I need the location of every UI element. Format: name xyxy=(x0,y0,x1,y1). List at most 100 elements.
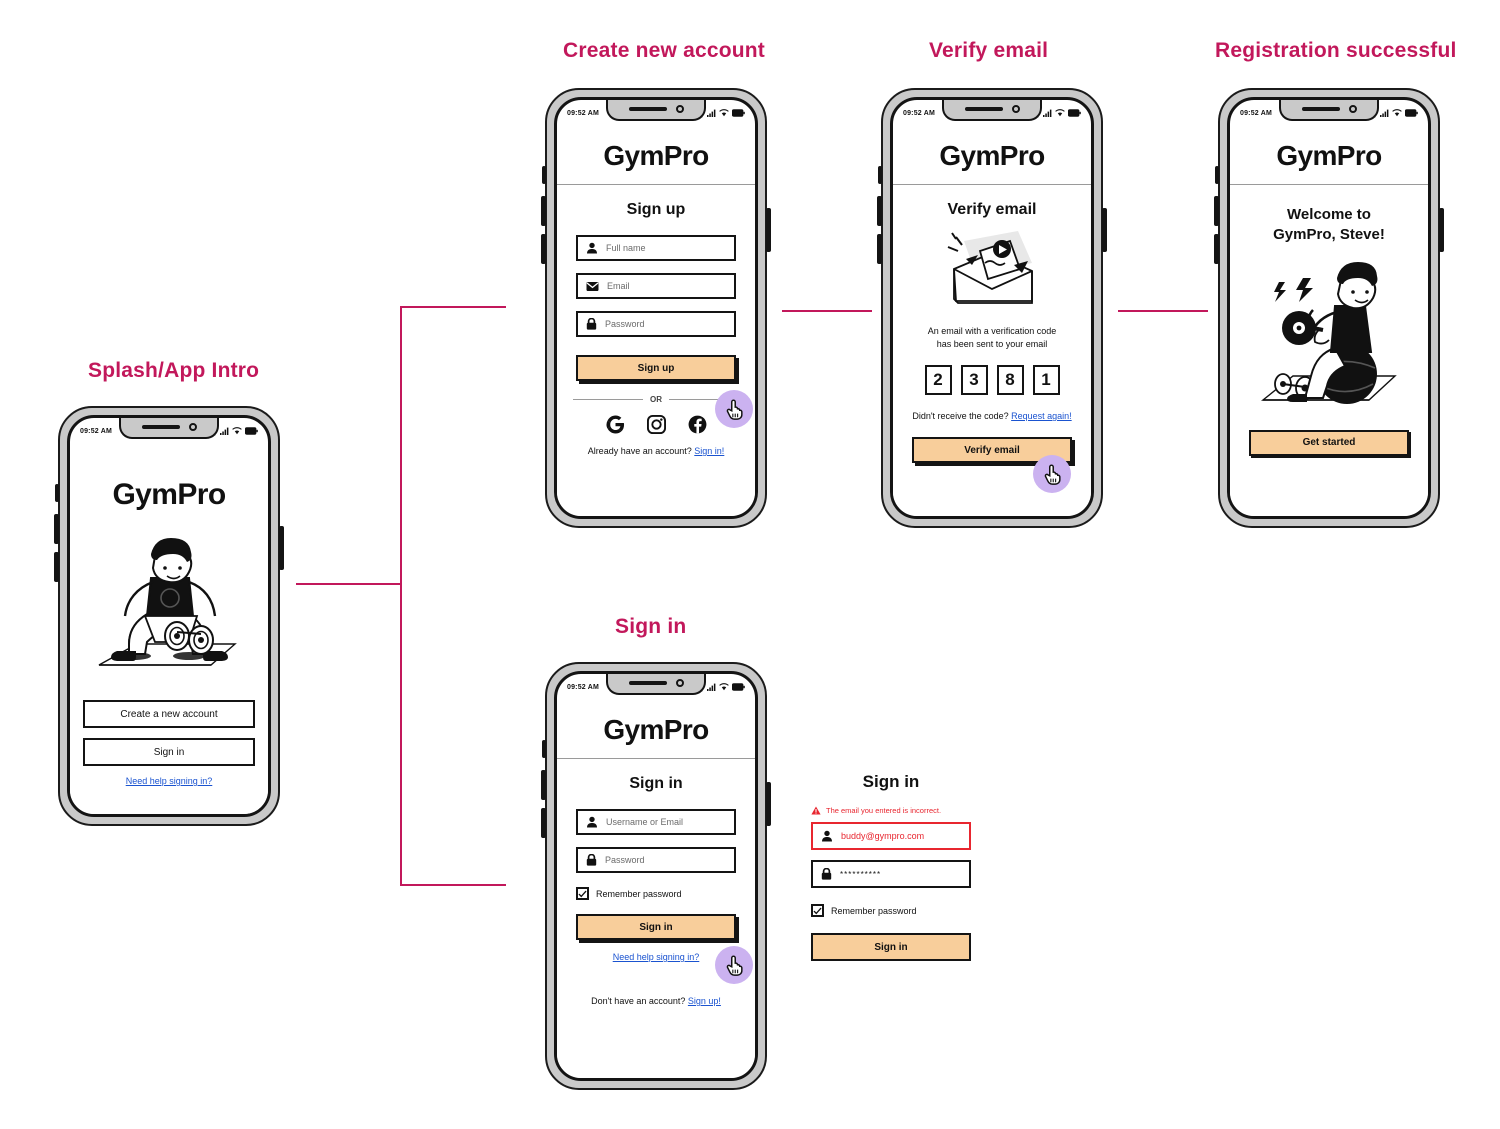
resend-text: Didn't receive the code? xyxy=(912,411,1009,422)
volume-up-button[interactable] xyxy=(1214,196,1219,226)
status-bar: 09:52 AM xyxy=(893,100,1091,126)
email-input[interactable]: Email xyxy=(576,273,736,299)
welcome-line-1: Welcome to xyxy=(1287,206,1371,223)
volume-down-button[interactable] xyxy=(1214,234,1219,264)
mute-switch[interactable] xyxy=(878,166,882,184)
instagram-icon[interactable] xyxy=(646,415,666,434)
hand-pointer-icon xyxy=(726,955,743,976)
power-button[interactable] xyxy=(1439,208,1444,252)
header-divider xyxy=(557,758,755,759)
sign-in-link[interactable]: Sign in! xyxy=(694,446,725,456)
power-button[interactable] xyxy=(766,208,771,252)
phone-splash: 09:52 AM GymPro xyxy=(54,406,284,826)
error-message: The email you entered is incorrect. xyxy=(826,806,942,815)
cursor-pointer-signup xyxy=(715,390,753,428)
need-help-link[interactable]: Need help signing in? xyxy=(612,952,700,962)
facebook-icon[interactable] xyxy=(688,415,707,434)
footer-text: Already have an account? xyxy=(587,446,692,456)
mute-switch[interactable] xyxy=(55,484,59,502)
signin-footer: Don't have an account? Sign up! xyxy=(591,996,721,1006)
camera-icon xyxy=(675,104,684,113)
status-bar: 09:52 AM xyxy=(557,674,755,700)
volume-up-button[interactable] xyxy=(541,770,546,800)
signal-icon xyxy=(1380,109,1389,117)
connector-signup-to-verify xyxy=(782,310,872,312)
mute-switch[interactable] xyxy=(542,740,546,758)
password-input-filled[interactable]: ********** xyxy=(811,860,971,888)
camera-icon xyxy=(675,678,684,687)
power-button[interactable] xyxy=(1102,208,1107,252)
divider-right xyxy=(669,399,739,400)
remember-password-checkbox[interactable] xyxy=(576,887,589,900)
signin-error-panel: Sign in The email you entered is incorre… xyxy=(811,772,971,961)
notch xyxy=(942,100,1042,121)
remember-password-checkbox[interactable] xyxy=(811,904,824,917)
wifi-icon xyxy=(232,427,242,435)
cursor-pointer-signin xyxy=(715,946,753,984)
camera-icon xyxy=(1348,104,1357,113)
speaker-icon xyxy=(964,106,1003,111)
volume-down-button[interactable] xyxy=(541,234,546,264)
mute-switch[interactable] xyxy=(542,166,546,184)
placeholder: Email xyxy=(607,281,630,291)
power-button[interactable] xyxy=(279,526,284,570)
sign-up-link[interactable]: Sign up! xyxy=(687,996,721,1006)
status-bar: 09:52 AM xyxy=(1230,100,1428,126)
phone-screen: 09:52 AM GymPro Sign up Full name Email xyxy=(554,97,758,519)
otp-digit-1[interactable]: 2 xyxy=(924,365,952,396)
brand-title: GymPro xyxy=(603,140,709,171)
volume-down-button[interactable] xyxy=(54,552,59,582)
volume-up-button[interactable] xyxy=(541,196,546,226)
otp-code-row: 2 3 8 1 xyxy=(924,365,1060,396)
otp-digit-2[interactable]: 3 xyxy=(960,365,988,396)
volume-down-button[interactable] xyxy=(877,234,882,264)
get-started-button[interactable]: Get started xyxy=(1249,429,1409,456)
brand-title: GymPro xyxy=(112,478,226,511)
mute-switch[interactable] xyxy=(1215,166,1219,184)
volume-down-button[interactable] xyxy=(541,808,546,838)
battery-icon xyxy=(245,427,258,435)
sign-in-button[interactable]: Sign in xyxy=(83,738,255,766)
username-email-input[interactable]: Username or Email xyxy=(576,809,736,835)
cursor-pointer-verify xyxy=(1033,455,1071,493)
google-icon[interactable] xyxy=(605,415,625,434)
volume-up-button[interactable] xyxy=(54,514,59,544)
label-splash: Splash/App Intro xyxy=(88,359,260,382)
status-time: 09:52 AM xyxy=(903,109,936,117)
request-again-link[interactable]: Request again! xyxy=(1011,411,1072,422)
password-input[interactable]: Password xyxy=(576,847,736,873)
lock-icon xyxy=(586,854,597,866)
create-account-button[interactable]: Create a new account xyxy=(83,700,255,728)
sign-in-submit-button[interactable]: Sign in xyxy=(576,914,736,940)
person-icon xyxy=(587,816,597,828)
placeholder: Username or Email xyxy=(606,817,684,827)
volume-up-button[interactable] xyxy=(877,196,882,226)
sign-in-submit-button[interactable]: Sign in xyxy=(811,933,971,961)
divider-left xyxy=(573,399,643,400)
sign-up-submit-button[interactable]: Sign up xyxy=(576,355,736,381)
placeholder: Password xyxy=(605,319,645,329)
connector-verify-to-success xyxy=(1118,310,1208,312)
label-create-account: Create new account xyxy=(563,39,765,62)
phone-screen: 09:52 AM GymPro Verify email xyxy=(890,97,1094,519)
battery-icon xyxy=(732,109,745,117)
welcome-line-2: GymPro, Steve! xyxy=(1273,226,1385,244)
otp-digit-4[interactable]: 1 xyxy=(1032,365,1060,396)
phone-verify-email: 09:52 AM GymPro Verify email xyxy=(877,88,1107,528)
email-input-error[interactable]: buddy@gympro.com xyxy=(811,822,971,850)
password-input[interactable]: Password xyxy=(576,311,736,337)
remember-password-row[interactable]: Remember password xyxy=(576,887,736,900)
status-icons xyxy=(1043,109,1081,117)
full-name-input[interactable]: Full name xyxy=(576,235,736,261)
need-help-link[interactable]: Need help signing in? xyxy=(125,776,213,786)
remember-password-row[interactable]: Remember password xyxy=(811,904,971,917)
label-sign-in: Sign in xyxy=(615,615,687,638)
power-button[interactable] xyxy=(766,782,771,826)
password-value: ********** xyxy=(840,869,882,879)
speaker-icon xyxy=(141,424,180,429)
label-verify-email: Verify email xyxy=(929,39,1049,62)
speaker-icon xyxy=(1301,106,1340,111)
battery-icon xyxy=(732,683,745,691)
otp-digit-3[interactable]: 8 xyxy=(996,365,1024,396)
resend-row: Didn't receive the code? Request again! xyxy=(912,411,1071,421)
